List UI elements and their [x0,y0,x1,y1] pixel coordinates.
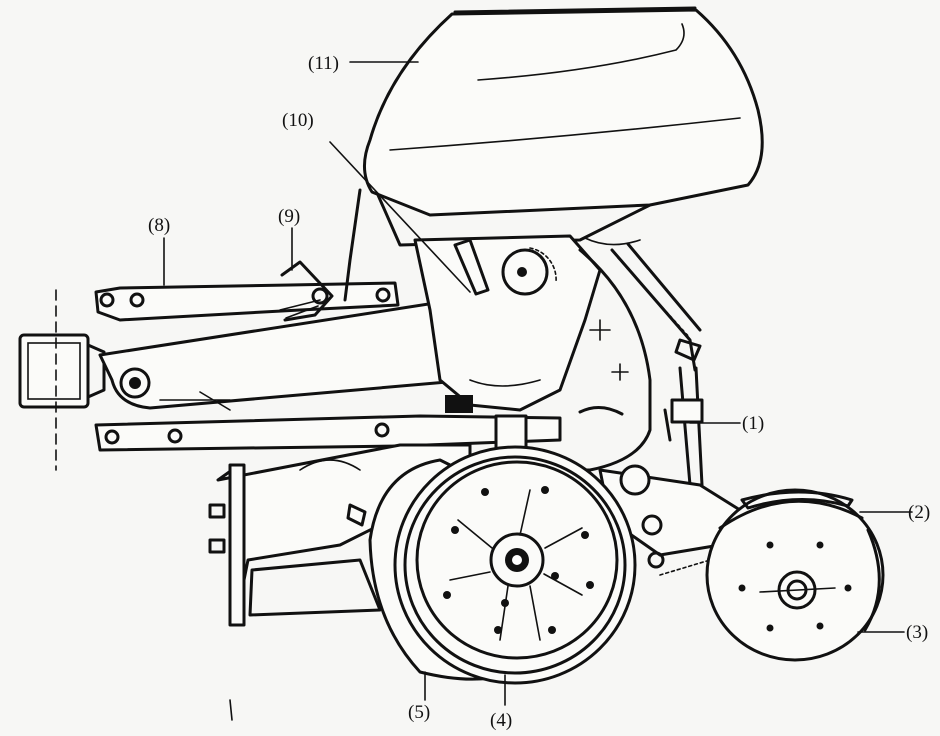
leader-lines [163,61,913,706]
callout-2: (2) [908,502,930,523]
gauge-wheel-bolts [443,486,594,634]
callout-1: (1) [742,413,764,434]
callout-11: (11) [308,53,339,74]
meter-housing [343,188,652,472]
press-wheel [705,488,885,662]
callout-10: (10) [282,110,314,131]
mounting-plate [18,289,106,471]
lower-frame-bar [94,414,562,454]
callout-3: (3) [906,622,928,643]
callout-9: (9) [278,206,300,227]
callout-4: (4) [490,710,512,731]
press-wheel-bolts [738,541,852,632]
upper-frame [94,260,400,322]
seed-hopper [363,6,764,247]
callout-8: (8) [148,215,170,236]
callout-5: (5) [408,702,430,723]
callout-labels: (11) (10) (8) (9) (1) (2) (3) (4) (5) [148,53,930,731]
seed-tube [610,242,704,487]
gauge-wheel [393,445,637,685]
